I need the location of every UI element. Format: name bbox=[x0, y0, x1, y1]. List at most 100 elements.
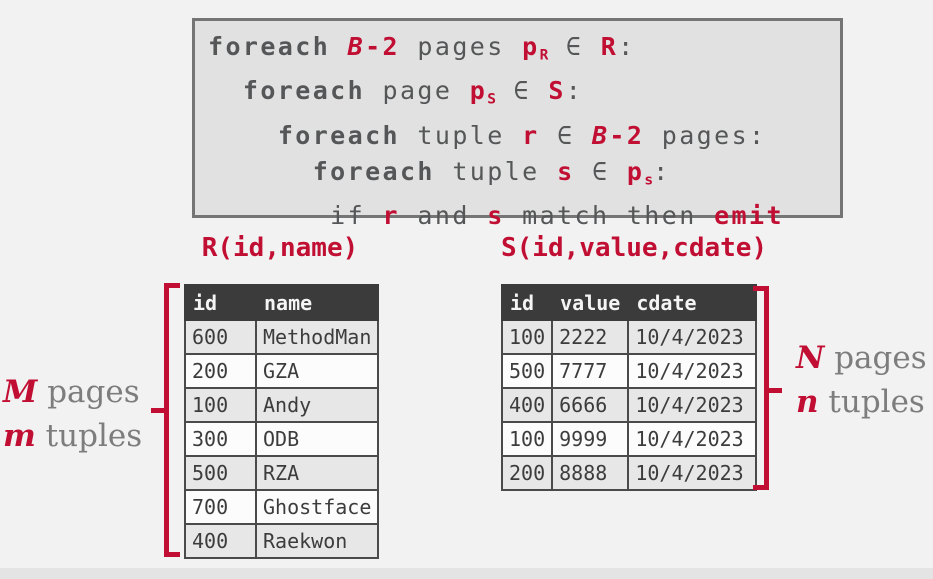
r-pages-bracket bbox=[151, 283, 180, 557]
table-cell: MethodMan bbox=[254, 319, 380, 355]
code-text: ∈ bbox=[495, 76, 549, 106]
table-cell: ODB bbox=[254, 421, 380, 457]
code-text: : bbox=[653, 156, 671, 186]
code-text: ∈ bbox=[574, 156, 627, 186]
code-variable: r bbox=[522, 120, 540, 150]
code-text: : bbox=[565, 76, 584, 106]
column-header: cdate bbox=[627, 284, 758, 321]
m-tuples-word: tuples bbox=[45, 418, 143, 454]
code-variable: s bbox=[487, 201, 505, 231]
table-cell: Ghostface bbox=[254, 489, 380, 525]
code-variable: -2 bbox=[609, 120, 645, 150]
code-text: ∈ bbox=[548, 32, 601, 61]
table-cell: 8888 bbox=[551, 455, 630, 491]
code-variable: s bbox=[557, 156, 575, 186]
code-keyword: foreach bbox=[208, 32, 331, 61]
code-text bbox=[208, 157, 313, 186]
code-text bbox=[208, 76, 243, 105]
column-header: id bbox=[184, 284, 257, 321]
n-pages-variable: N bbox=[796, 340, 825, 376]
table-cell: 600 bbox=[184, 319, 257, 355]
n-pages-word: pages bbox=[834, 340, 927, 376]
code-text bbox=[208, 121, 278, 150]
code-variable: B bbox=[591, 120, 610, 150]
table-cell: 10/4/2023 bbox=[627, 421, 758, 457]
table-cell: 100 bbox=[500, 421, 554, 457]
table-cell: 100 bbox=[500, 319, 554, 355]
slide-bottom-strip bbox=[0, 568, 933, 579]
code-keyword: foreach bbox=[277, 120, 400, 150]
r-pages-line: M pages bbox=[3, 370, 142, 414]
m-pages-variable: M bbox=[3, 374, 38, 410]
column-header: id bbox=[500, 284, 554, 321]
code-text bbox=[330, 32, 347, 61]
code-text: and bbox=[399, 201, 488, 231]
s-size-label: N pages n tuples bbox=[796, 336, 927, 424]
n-tuples-variable: n bbox=[796, 384, 819, 420]
code-variable: r bbox=[382, 201, 400, 231]
table-cell: Raekwon bbox=[254, 523, 380, 559]
code-variable: B bbox=[347, 32, 366, 61]
table-cell: Andy bbox=[254, 387, 380, 423]
table-s-title: S(id,value,cdate) bbox=[501, 233, 768, 263]
s-pages-bracket bbox=[753, 286, 782, 490]
code-text: if bbox=[208, 201, 383, 231]
n-tuples-word: tuples bbox=[828, 384, 925, 420]
code-variable: p bbox=[522, 32, 540, 61]
table-cell: 10/4/2023 bbox=[627, 319, 758, 355]
table-cell: 9999 bbox=[551, 421, 630, 457]
m-pages-word: pages bbox=[47, 374, 140, 410]
code-text: pages: bbox=[644, 120, 767, 150]
code-text: tuple bbox=[399, 120, 523, 150]
table-cell: 400 bbox=[500, 387, 554, 423]
code-text: page bbox=[365, 76, 470, 106]
table-cell: 700 bbox=[184, 489, 257, 525]
s-bracket-tick bbox=[768, 388, 782, 393]
code-line: foreach tuple s ∈ ps: bbox=[208, 154, 840, 198]
code-text: tuple bbox=[434, 156, 558, 186]
table-cell: GZA bbox=[254, 353, 380, 389]
table-cell: 6666 bbox=[551, 387, 630, 423]
code-keyword: foreach bbox=[312, 156, 435, 186]
table-cell: 10/4/2023 bbox=[627, 387, 758, 423]
code-variable: -2 bbox=[365, 32, 400, 61]
code-variable: R bbox=[600, 32, 619, 61]
table-cell: 200 bbox=[184, 353, 257, 389]
table-cell: 200 bbox=[500, 455, 554, 491]
code-keyword: foreach bbox=[242, 76, 366, 106]
code-line: foreach B-2 pages pR ∈ R: bbox=[208, 29, 840, 73]
column-header: name bbox=[254, 284, 380, 321]
table-cell: 500 bbox=[500, 353, 554, 389]
table-cell: 7777 bbox=[551, 353, 630, 389]
m-tuples-variable: m bbox=[3, 418, 36, 454]
table-r-title: R(id,name) bbox=[201, 233, 359, 263]
table-cell: 10/4/2023 bbox=[627, 353, 758, 389]
table-cell: 2222 bbox=[551, 319, 630, 355]
code-variable: emit bbox=[714, 201, 784, 231]
code-line: if r and s match then emit bbox=[208, 198, 840, 234]
code-line: foreach page pS ∈ S: bbox=[208, 73, 840, 117]
code-variable: S bbox=[487, 91, 496, 108]
s-pages-line: N pages bbox=[796, 336, 927, 380]
table-cell: 400 bbox=[184, 523, 257, 559]
r-tuples-line: m tuples bbox=[3, 414, 142, 458]
r-size-label: M pages m tuples bbox=[3, 370, 142, 458]
code-variable: S bbox=[548, 76, 566, 106]
column-header: value bbox=[551, 284, 630, 321]
code-variable: p bbox=[626, 156, 645, 186]
r-bracket-tick bbox=[151, 408, 165, 413]
